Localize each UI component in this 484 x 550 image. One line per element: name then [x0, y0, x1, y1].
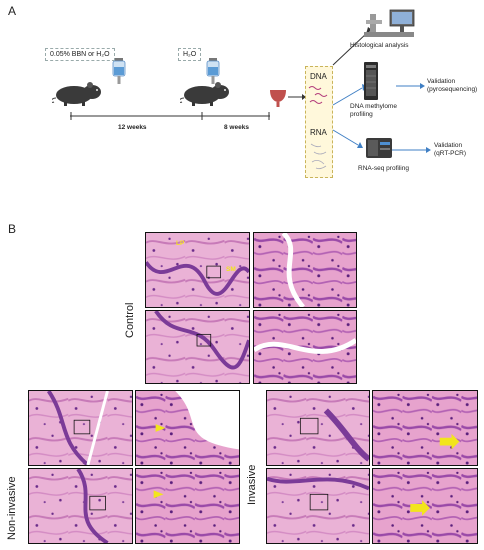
- rna-label: RNA: [310, 128, 327, 137]
- duration-8-weeks: 8 weeks: [224, 124, 249, 131]
- methylome-profiling-label-1: DNA methylome: [350, 103, 397, 110]
- invasive-micrograph-3: [266, 468, 370, 544]
- invasive-micrograph-4: [372, 468, 478, 544]
- mouse-icon: [52, 82, 101, 106]
- invasive-micrograph-1: [266, 390, 370, 466]
- validation-qrt-label-2: (qRT-PCR): [434, 150, 467, 157]
- water-label: H₂O: [178, 48, 202, 61]
- water-bottle-icon: [112, 58, 126, 84]
- invasive-label: Invasive: [246, 464, 258, 505]
- lp-annotation: LP: [176, 240, 185, 247]
- dna-label: DNA: [310, 72, 327, 81]
- duration-12-weeks: 12 weeks: [118, 124, 147, 131]
- mouse-icon: [180, 82, 229, 106]
- bbn-treatment-label: 0.05% BBN or H₂O: [45, 48, 115, 61]
- sequencer-icon: [366, 138, 392, 158]
- methylation-array-icon: [364, 62, 378, 100]
- panel-b-letter: B: [8, 222, 17, 236]
- validation-qrt-label-1: Validation: [434, 142, 463, 149]
- arrow-to-samples: [288, 94, 306, 100]
- control-micrograph-2: [253, 232, 357, 308]
- non-invasive-label: Non-invasive: [6, 476, 18, 540]
- rna-strands-icon: [310, 143, 327, 170]
- validation-pyro-label-2: (pyrosequencing): [427, 86, 478, 93]
- validation-pyro-label-1: Validation: [427, 78, 456, 85]
- non-invasive-micrograph-2: [135, 390, 240, 466]
- samples-box: [305, 66, 333, 178]
- methylome-profiling-label-2: profiling: [350, 111, 373, 118]
- timeline: [70, 112, 270, 120]
- water-bottle-icon: [206, 58, 220, 84]
- histological-analysis-label: Histological analysis: [350, 42, 409, 49]
- non-invasive-micrograph-1: [28, 390, 133, 466]
- control-micrograph-3: [145, 310, 250, 384]
- flow-arrows: [332, 27, 431, 153]
- dna-strands-icon: [308, 86, 328, 104]
- microscope-icon: [364, 9, 415, 37]
- non-invasive-micrograph-3: [28, 468, 133, 544]
- rnaseq-profiling-label: RNA-seq profiling: [358, 165, 409, 172]
- bladder-icon: [270, 90, 286, 107]
- non-invasive-micrograph-4: [135, 468, 240, 544]
- control-label: Control: [124, 302, 136, 338]
- panel-a-letter: A: [8, 4, 17, 18]
- control-micrograph-4: [253, 310, 357, 384]
- invasive-micrograph-2: [372, 390, 478, 466]
- control-micrograph-1: [145, 232, 250, 308]
- sm-annotation: SM: [226, 266, 236, 273]
